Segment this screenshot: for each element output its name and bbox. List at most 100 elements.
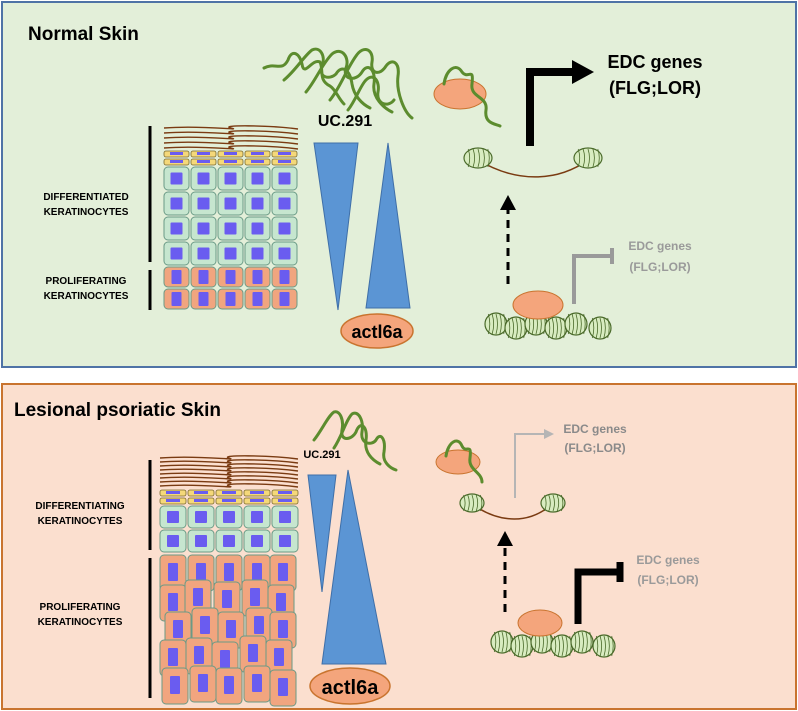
cell-nucleus <box>197 247 210 260</box>
normal-uc291-label: UC.291 <box>318 113 372 130</box>
nucleosome-wrap <box>547 317 551 339</box>
normal-compact-protein <box>512 290 564 320</box>
nucleosome <box>504 316 528 340</box>
granular-nucleus <box>170 152 183 155</box>
psor-active-gene-line1: EDC genes <box>563 422 627 436</box>
granular-nucleus <box>166 499 180 502</box>
cell-nucleus <box>173 620 183 638</box>
cell-nucleus <box>200 616 210 634</box>
cell-nucleus <box>170 172 183 185</box>
granular-nucleus <box>278 491 292 494</box>
nucleosome-wrap <box>480 494 483 512</box>
nucleosome-wrap <box>561 635 564 657</box>
nucleosome-wrap <box>579 313 582 335</box>
cell-nucleus <box>278 197 291 210</box>
psor-bound-rna <box>444 439 484 484</box>
psor-open-nucleosomes <box>459 493 566 513</box>
normal-repressed-gene-line1: EDC genes <box>628 239 692 253</box>
granular-nucleus <box>170 160 183 163</box>
nucleosome-wrap <box>585 631 588 653</box>
cornified-layer-line <box>159 463 299 468</box>
cornified-layer-line <box>159 471 299 476</box>
cornified-layer-line <box>159 455 299 460</box>
nucleosome-wrap <box>599 635 603 657</box>
nucleosome-wrap <box>467 494 470 512</box>
cornified-layer-line <box>159 459 299 464</box>
granular-nucleus <box>278 152 291 155</box>
cell-nucleus <box>195 535 207 547</box>
granular-nucleus <box>222 491 236 494</box>
nucleosome-wrap <box>581 631 584 653</box>
cell-nucleus <box>170 197 183 210</box>
psor-repressed-promoter <box>574 562 624 624</box>
cell-nucleus <box>279 535 291 547</box>
cell-nucleus <box>251 172 264 185</box>
cell-nucleus <box>252 270 263 284</box>
cell-nucleus <box>226 620 236 638</box>
granular-nucleus <box>194 499 208 502</box>
normal-layer-top-line1: DIFFERENTIATED <box>43 192 128 203</box>
nucleosome-wrap <box>587 148 590 168</box>
nucleosome-wrap <box>597 148 600 168</box>
nucleosome-wrap <box>592 148 595 168</box>
nucleosome-wrap <box>467 148 471 168</box>
cell-nucleus <box>278 172 291 185</box>
normal-layer-top-line2: KERATINOCYTES <box>44 207 129 218</box>
nucleosome-wrap <box>552 494 555 512</box>
cell-nucleus <box>224 247 237 260</box>
psor-layer-top-line2: KERATINOCYTES <box>38 516 123 527</box>
nucleosome-wrap <box>583 313 586 335</box>
nucleosome-wrap <box>589 631 592 653</box>
nucleosome-wrap <box>591 317 595 339</box>
cell-nucleus <box>224 563 234 581</box>
nucleosome <box>592 634 616 658</box>
psor-uc291-wedge <box>307 474 337 593</box>
cell-nucleus <box>248 644 258 662</box>
nucleosome-wrap <box>521 635 524 657</box>
nucleosome-wrap <box>607 635 610 657</box>
nucleosome <box>570 630 594 654</box>
psor-dashed-arrowhead <box>497 531 513 546</box>
cornified-layer-line <box>163 145 299 150</box>
nucleosome-wrap <box>557 635 561 657</box>
nucleosome-wrap <box>544 494 547 512</box>
nucleosome-wrap <box>548 494 551 512</box>
psor-layer-bottom-line2: KERATINOCYTES <box>38 617 123 628</box>
nucleosome-wrap <box>513 635 517 657</box>
nucleosome <box>484 312 508 336</box>
cell-nucleus <box>171 270 182 284</box>
cell-nucleus <box>276 593 286 611</box>
cell-nucleus <box>223 511 235 523</box>
cornified-layer-line <box>159 475 299 480</box>
normal-active-arrowhead <box>572 60 594 84</box>
nucleosome-wrap <box>519 317 522 339</box>
nucleosome-wrap <box>611 635 614 657</box>
psor-actl6a-wedge <box>321 469 387 665</box>
uc291-rna-cluster <box>262 47 414 120</box>
cell-nucleus <box>278 620 288 638</box>
nucleosome-wrap <box>575 313 578 335</box>
psor-open-dna <box>471 503 553 520</box>
normal-active-gene-line2: (FLG;LOR) <box>609 78 701 98</box>
cornified-layer-line <box>159 467 299 472</box>
cell-nucleus <box>168 563 178 581</box>
nucleosome <box>510 634 534 658</box>
nucleosome-wrap <box>577 148 581 168</box>
normal-layer-bottom-line2: KERATINOCYTES <box>44 291 129 302</box>
normal-repressed-promoter <box>572 248 614 304</box>
cell-nucleus <box>252 563 262 581</box>
cell-nucleus <box>198 270 209 284</box>
cell-nucleus <box>225 292 236 306</box>
cell-nucleus <box>252 674 262 692</box>
cell-nucleus <box>195 511 207 523</box>
cell-nucleus <box>251 511 263 523</box>
normal-panel-title: Normal Skin <box>28 24 139 45</box>
nucleosome-wrap <box>559 317 562 339</box>
nucleosome-wrap <box>463 494 466 512</box>
nucleosome-wrap <box>595 317 599 339</box>
cell-nucleus <box>167 511 179 523</box>
cell-nucleus <box>197 222 210 235</box>
cell-nucleus <box>168 593 178 611</box>
cell-nucleus <box>170 222 183 235</box>
nucleosome <box>588 316 612 340</box>
